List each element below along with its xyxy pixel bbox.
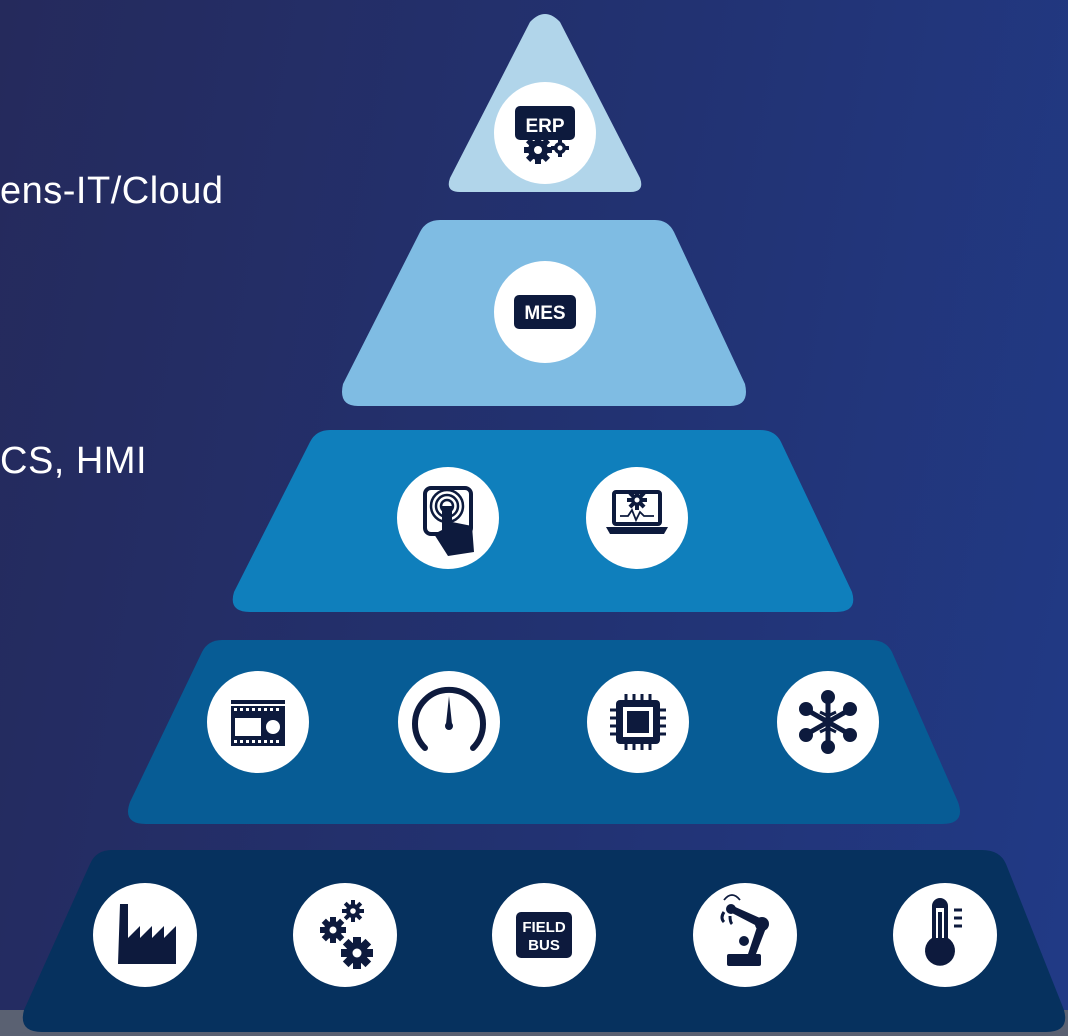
mes-icon-text: MES (524, 303, 565, 324)
fieldbus-icon-text-line2: BUS (528, 937, 560, 954)
chip-icon (587, 671, 689, 773)
gauge-icon (398, 671, 500, 773)
plc-module-icon (207, 671, 309, 773)
touch-panel-icon (397, 467, 499, 569)
erp-icon-text: ERP (525, 116, 564, 137)
gears-icon (293, 883, 397, 987)
scada-level-label: CS, HMI (0, 440, 148, 482)
pyramid-tier-3 (232, 430, 854, 612)
erp-icon: ERP (494, 82, 596, 184)
thermometer-icon (893, 883, 997, 987)
fieldbus-icon: FIELD BUS (492, 883, 596, 987)
robot-arm-icon (693, 883, 797, 987)
network-hub-icon (777, 671, 879, 773)
monitoring-laptop-icon (586, 467, 688, 569)
factory-icon (93, 883, 197, 987)
cloud-level-label: ens-IT/Cloud (0, 170, 224, 212)
fieldbus-icon-text-line1: FIELD (522, 919, 565, 936)
pyramid-tier-4 (128, 640, 960, 824)
mes-icon: MES (494, 261, 596, 363)
